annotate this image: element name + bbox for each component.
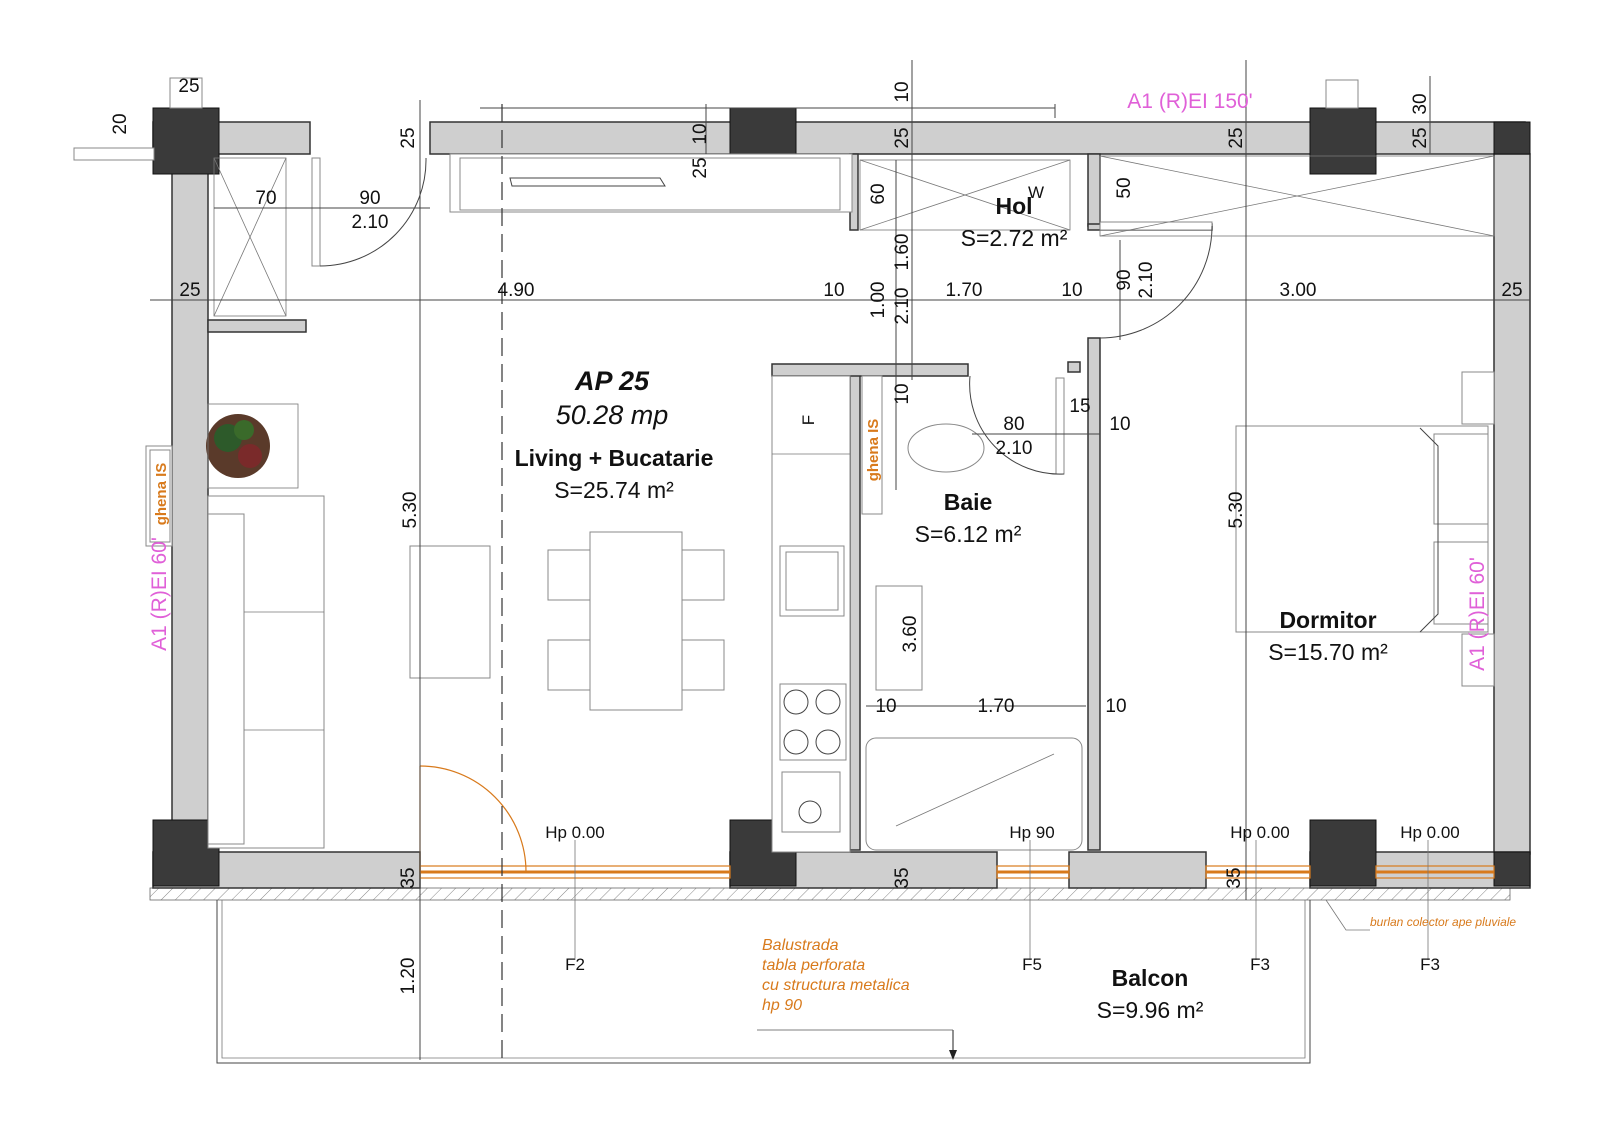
dim-label: 35	[892, 867, 913, 888]
room-name-baie: Baie	[944, 489, 993, 515]
dim-label: 2.10	[352, 212, 389, 233]
apartment-area: 50.28 mp	[556, 400, 669, 430]
dim-label: 70	[255, 188, 276, 209]
dim-label: 30	[1410, 93, 1431, 114]
dim-label: 60	[868, 183, 889, 204]
dim-label: 3.00	[1280, 280, 1317, 301]
dim-label: 25	[178, 76, 199, 97]
fire-rating-top: A1 (R)EI 150'	[1127, 90, 1252, 113]
duct-label-left: ghena IS	[153, 463, 170, 526]
balustrade-note-1: Balustrada	[762, 937, 839, 954]
window-hp-3: Hp 0.00	[1230, 823, 1290, 842]
dim-label: 35	[1224, 867, 1245, 888]
apartment-title: AP 25	[574, 366, 650, 396]
furniture	[145, 153, 1495, 853]
dim-label: 1.20	[398, 958, 419, 995]
room-area-baie: S=6.12 m²	[915, 521, 1022, 547]
balustrade-note-4: hp 90	[762, 997, 802, 1014]
labels: AP 25 50.28 mp Living + Bucatarie S=25.7…	[148, 90, 1516, 1023]
dim-label: 5.30	[1226, 492, 1247, 529]
room-name-dormitor: Dormitor	[1279, 607, 1376, 633]
window-hp-2: Hp 90	[1009, 823, 1054, 842]
dim-label: 10	[823, 280, 844, 301]
dim-label: 3.60	[900, 616, 921, 653]
dimension-labels: 25 20 25 10 25 10 25 25 30 25 70 90 2.10…	[110, 76, 1523, 994]
fire-rating-right: A1 (R)EI 60'	[1466, 557, 1489, 671]
dim-label: 50	[1114, 177, 1135, 198]
balustrade-note-3: cu structura metalica	[762, 977, 910, 994]
balcony	[149, 887, 1511, 1064]
duct-label-kitchen: ghena IS	[865, 419, 882, 482]
balustrade-note-2: tabla perforata	[762, 957, 865, 974]
downpipe-note: burlan colector ape pluviale	[1370, 915, 1516, 929]
dim-label: 1.60	[892, 234, 913, 271]
dim-label: 10	[1105, 696, 1126, 717]
window-code-4: F3	[1420, 955, 1440, 974]
dim-label: 90	[1114, 269, 1135, 290]
window-hp-1: Hp 0.00	[545, 823, 605, 842]
dim-label: 2.10	[892, 288, 913, 325]
room-area-hol: S=2.72 m²	[961, 225, 1068, 251]
dim-label: 25	[1226, 127, 1247, 148]
dim-label: 10	[892, 81, 913, 102]
dim-label: 90	[359, 188, 380, 209]
dim-label: 80	[1003, 414, 1024, 435]
dim-label: 10	[892, 383, 913, 404]
dim-label: 1.00	[868, 282, 889, 319]
dim-label: 10	[875, 696, 896, 717]
dim-label: 10	[1109, 414, 1130, 435]
structural-columns	[73, 77, 1531, 887]
dim-label: 10	[1061, 280, 1082, 301]
dim-label: 25	[1501, 280, 1522, 301]
dim-label: 1.70	[978, 696, 1015, 717]
fridge-label: F	[799, 415, 818, 425]
dim-label: 10	[690, 123, 711, 144]
room-name-hol: Hol	[995, 193, 1032, 219]
dim-label: 25	[1410, 127, 1431, 148]
dim-label: 5.30	[400, 492, 421, 529]
dim-label: 15	[1069, 396, 1090, 417]
room-name-living: Living + Bucatarie	[515, 445, 714, 471]
dim-label: 1.70	[946, 280, 983, 301]
room-area-balcon: S=9.96 m²	[1097, 997, 1204, 1023]
dim-label: 25	[690, 157, 711, 178]
washer-label: W	[1028, 183, 1044, 202]
dim-label: 20	[110, 113, 131, 134]
dim-label: 25	[398, 127, 419, 148]
room-name-balcon: Balcon	[1112, 965, 1189, 991]
window-hp-4: Hp 0.00	[1400, 823, 1460, 842]
dim-label: 2.10	[996, 438, 1033, 459]
window-code-3: F3	[1250, 955, 1270, 974]
dim-label: 35	[398, 867, 419, 888]
window-code-2: F5	[1022, 955, 1042, 974]
room-area-living: S=25.74 m²	[554, 477, 674, 503]
dim-label: 25	[179, 280, 200, 301]
dim-label: 2.10	[1136, 262, 1157, 299]
fire-rating-left: A1 (R)EI 60'	[148, 537, 171, 651]
room-area-dormitor: S=15.70 m²	[1268, 639, 1388, 665]
dim-label: 4.90	[498, 280, 535, 301]
dimension-lines	[150, 60, 1530, 1060]
dim-label: 25	[892, 127, 913, 148]
window-code-1: F2	[565, 955, 585, 974]
